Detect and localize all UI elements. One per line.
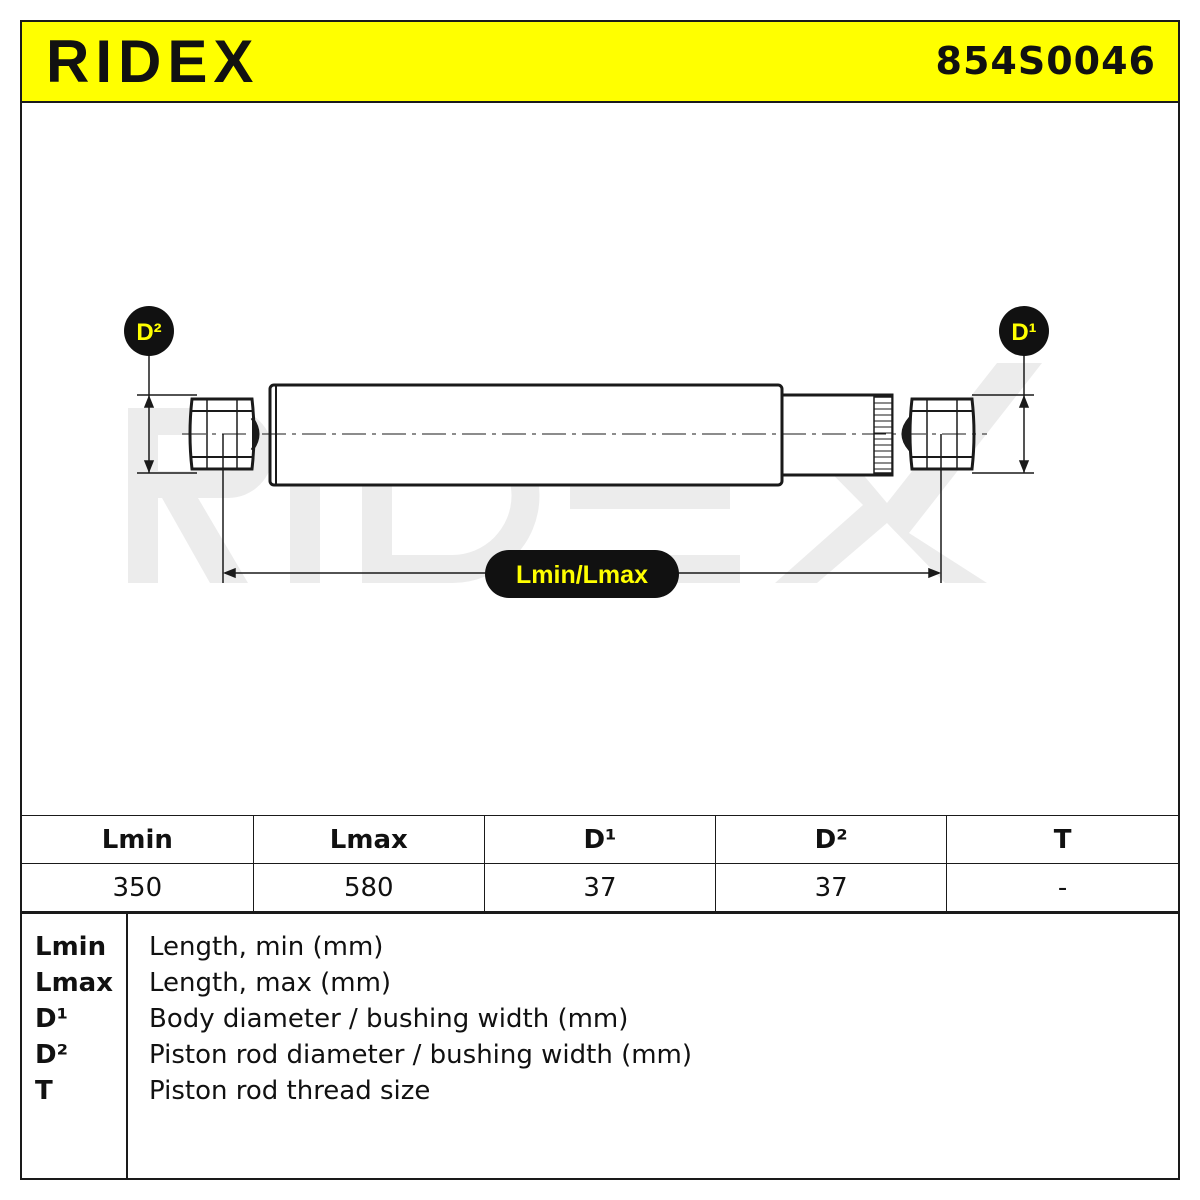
length-badge: [485, 550, 679, 598]
shock-absorber-drawing: D² D¹: [124, 306, 1049, 598]
legend-desc: Length, max (mm): [149, 968, 392, 998]
legend-row: Lmax Length, max (mm): [22, 968, 1178, 1004]
legend: Lmin Length, min (mm) Lmax Length, max (…: [22, 912, 1178, 1180]
legend-divider: [126, 914, 128, 1180]
legend-row: T Piston rod thread size: [22, 1076, 1178, 1112]
legend-desc: Piston rod diameter / bushing width (mm): [149, 1040, 693, 1070]
technical-drawing: D² D¹: [22, 103, 1178, 815]
legend-row: Lmin Length, min (mm): [22, 932, 1178, 968]
body-tube: [268, 383, 784, 487]
spec-header-lmax: Lmax: [252, 815, 485, 864]
product-sheet: RIDEX 854S0046: [20, 20, 1180, 1180]
legend-row: D² Piston rod diameter / bushing width (…: [22, 1040, 1178, 1076]
brand-logo: RIDEX: [46, 28, 259, 95]
spec-header-t: T: [946, 815, 1178, 864]
brand-logo-text: RIDEX: [46, 28, 259, 95]
spec-header-d2: D²: [715, 815, 948, 864]
header-bar: RIDEX 854S0046: [22, 22, 1178, 103]
legend-desc: Body diameter / bushing width (mm): [149, 1004, 629, 1034]
legend-key: Lmax: [35, 968, 113, 998]
legend-desc: Length, min (mm): [149, 932, 384, 962]
legend-desc: Piston rod thread size: [149, 1076, 431, 1106]
spec-value-lmin: 350: [22, 863, 254, 912]
spec-value-lmax: 580: [252, 863, 485, 912]
part-number: 854S0046: [935, 39, 1156, 83]
spec-table: Lmin Lmax D¹ D² T 350 580 37 37 -: [22, 815, 1178, 912]
d1-badge: [999, 306, 1049, 356]
legend-key: D²: [35, 1040, 68, 1070]
spec-header-row: Lmin Lmax D¹ D² T: [22, 815, 1178, 864]
spec-value-t: -: [946, 863, 1178, 912]
length-badge-label: Lmin/Lmax: [516, 561, 648, 589]
spec-value-d1: 37: [483, 863, 717, 912]
d1-badge-label: D¹: [1011, 319, 1036, 346]
legend-row: D¹ Body diameter / bushing width (mm): [22, 1004, 1178, 1040]
d2-badge: [124, 306, 174, 356]
spec-value-row: 350 580 37 37 -: [22, 863, 1178, 912]
spec-value-d2: 37: [715, 863, 948, 912]
legend-key: Lmin: [35, 932, 107, 962]
knurl: [874, 402, 892, 470]
spec-header-lmin: Lmin: [22, 815, 254, 864]
shock-absorber: [188, 383, 976, 487]
spec-header-d1: D¹: [483, 815, 717, 864]
d2-badge-label: D²: [136, 319, 161, 346]
legend-key: D¹: [35, 1004, 68, 1034]
legend-key: T: [35, 1076, 53, 1106]
